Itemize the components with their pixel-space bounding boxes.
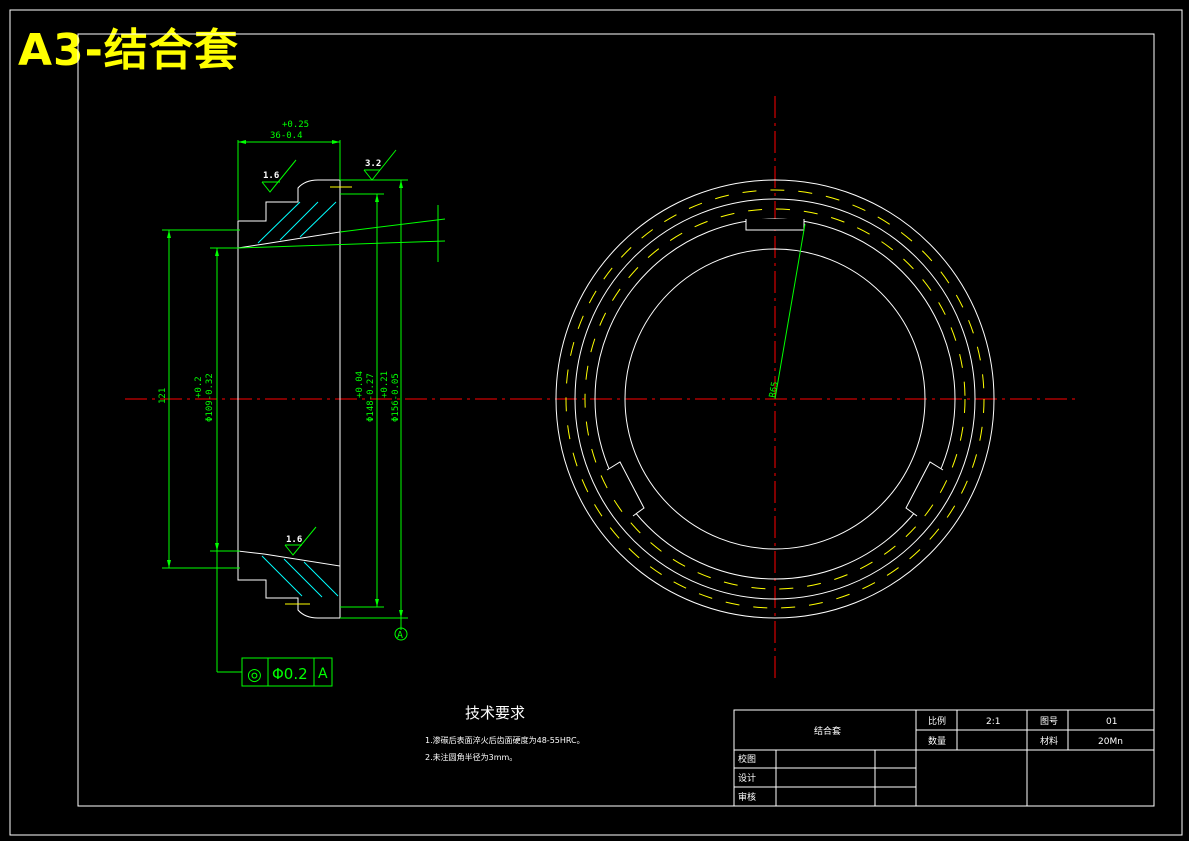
root-circle-dashed bbox=[584, 208, 966, 590]
outer-circle bbox=[555, 179, 995, 619]
section-view: +0.25 36-0.4 121 +0.2 Φ109-0.32 +0.04 Φ1… bbox=[125, 120, 520, 687]
top-hatch bbox=[257, 201, 337, 244]
d109-tol-label: +0.2 bbox=[194, 376, 204, 398]
height-121-label: 121 bbox=[158, 388, 168, 404]
roughness-3-label: 1.6 bbox=[286, 535, 302, 545]
notch-top bbox=[745, 219, 805, 231]
d156-tol-label: +0.21 bbox=[380, 371, 390, 398]
checker-label: 校图 bbox=[738, 753, 756, 765]
inner-frame bbox=[77, 33, 1155, 807]
circle-3 bbox=[574, 198, 976, 600]
notch-right bbox=[905, 461, 944, 517]
tech-item-2: 2.未注圆角半径为3mm。 bbox=[425, 752, 517, 762]
front-view: R65 bbox=[520, 96, 1078, 680]
bore-circle bbox=[624, 248, 926, 550]
qty-label: 数量 bbox=[928, 735, 946, 747]
radius-label: R65 bbox=[768, 381, 781, 399]
top-profile bbox=[237, 179, 341, 249]
d148-tol-label: +0.04 bbox=[355, 371, 365, 398]
width-tol-label: +0.25 bbox=[282, 120, 309, 130]
d156-label: Φ156-0.05 bbox=[391, 373, 401, 422]
bottom-hatch bbox=[261, 555, 339, 598]
roughness-2-label: 3.2 bbox=[365, 159, 381, 169]
roughness-1-label: 1.6 bbox=[263, 171, 279, 181]
tech-item-1: 1.渗碳后表面淬火后齿面硬度为48-55HRC。 bbox=[425, 735, 585, 745]
scale-value: 2:1 bbox=[986, 717, 1000, 727]
tech-requirements: 技术要求 1.渗碳后表面淬火后齿面硬度为48-55HRC。 2.未注圆角半径为3… bbox=[425, 704, 585, 762]
tolerance-symbol: ◎ bbox=[247, 665, 262, 685]
width-label: 36-0.4 bbox=[270, 131, 303, 141]
radius-line bbox=[774, 223, 806, 400]
scale-label: 比例 bbox=[928, 715, 946, 727]
material-label: 材料 bbox=[1040, 735, 1058, 747]
material-value: 20Mn bbox=[1098, 737, 1123, 747]
title-block bbox=[733, 709, 1155, 807]
designer-label: 设计 bbox=[738, 772, 756, 784]
tech-heading: 技术要求 bbox=[465, 704, 525, 722]
d148-label: Φ148-0.27 bbox=[366, 373, 376, 422]
tolerance-datum: A bbox=[318, 666, 328, 682]
bottom-profile bbox=[237, 550, 341, 619]
tolerance-frame: ◎ Φ0.2 A bbox=[241, 657, 333, 687]
part-name: 结合套 bbox=[814, 725, 841, 737]
datum-label: A bbox=[397, 630, 403, 641]
d109-label: Φ109-0.32 bbox=[205, 373, 215, 422]
outer-frame bbox=[9, 9, 1183, 836]
drawing-no-label: 图号 bbox=[1040, 716, 1058, 727]
notch-left bbox=[606, 461, 645, 517]
drawing-no-value: 01 bbox=[1106, 717, 1117, 727]
dimension-lines bbox=[162, 140, 446, 673]
dimension-arrows bbox=[167, 140, 403, 618]
tolerance-value: Φ0.2 bbox=[272, 665, 308, 683]
pitch-circle-dashed bbox=[565, 189, 985, 609]
reviewer-label: 审核 bbox=[738, 791, 756, 803]
